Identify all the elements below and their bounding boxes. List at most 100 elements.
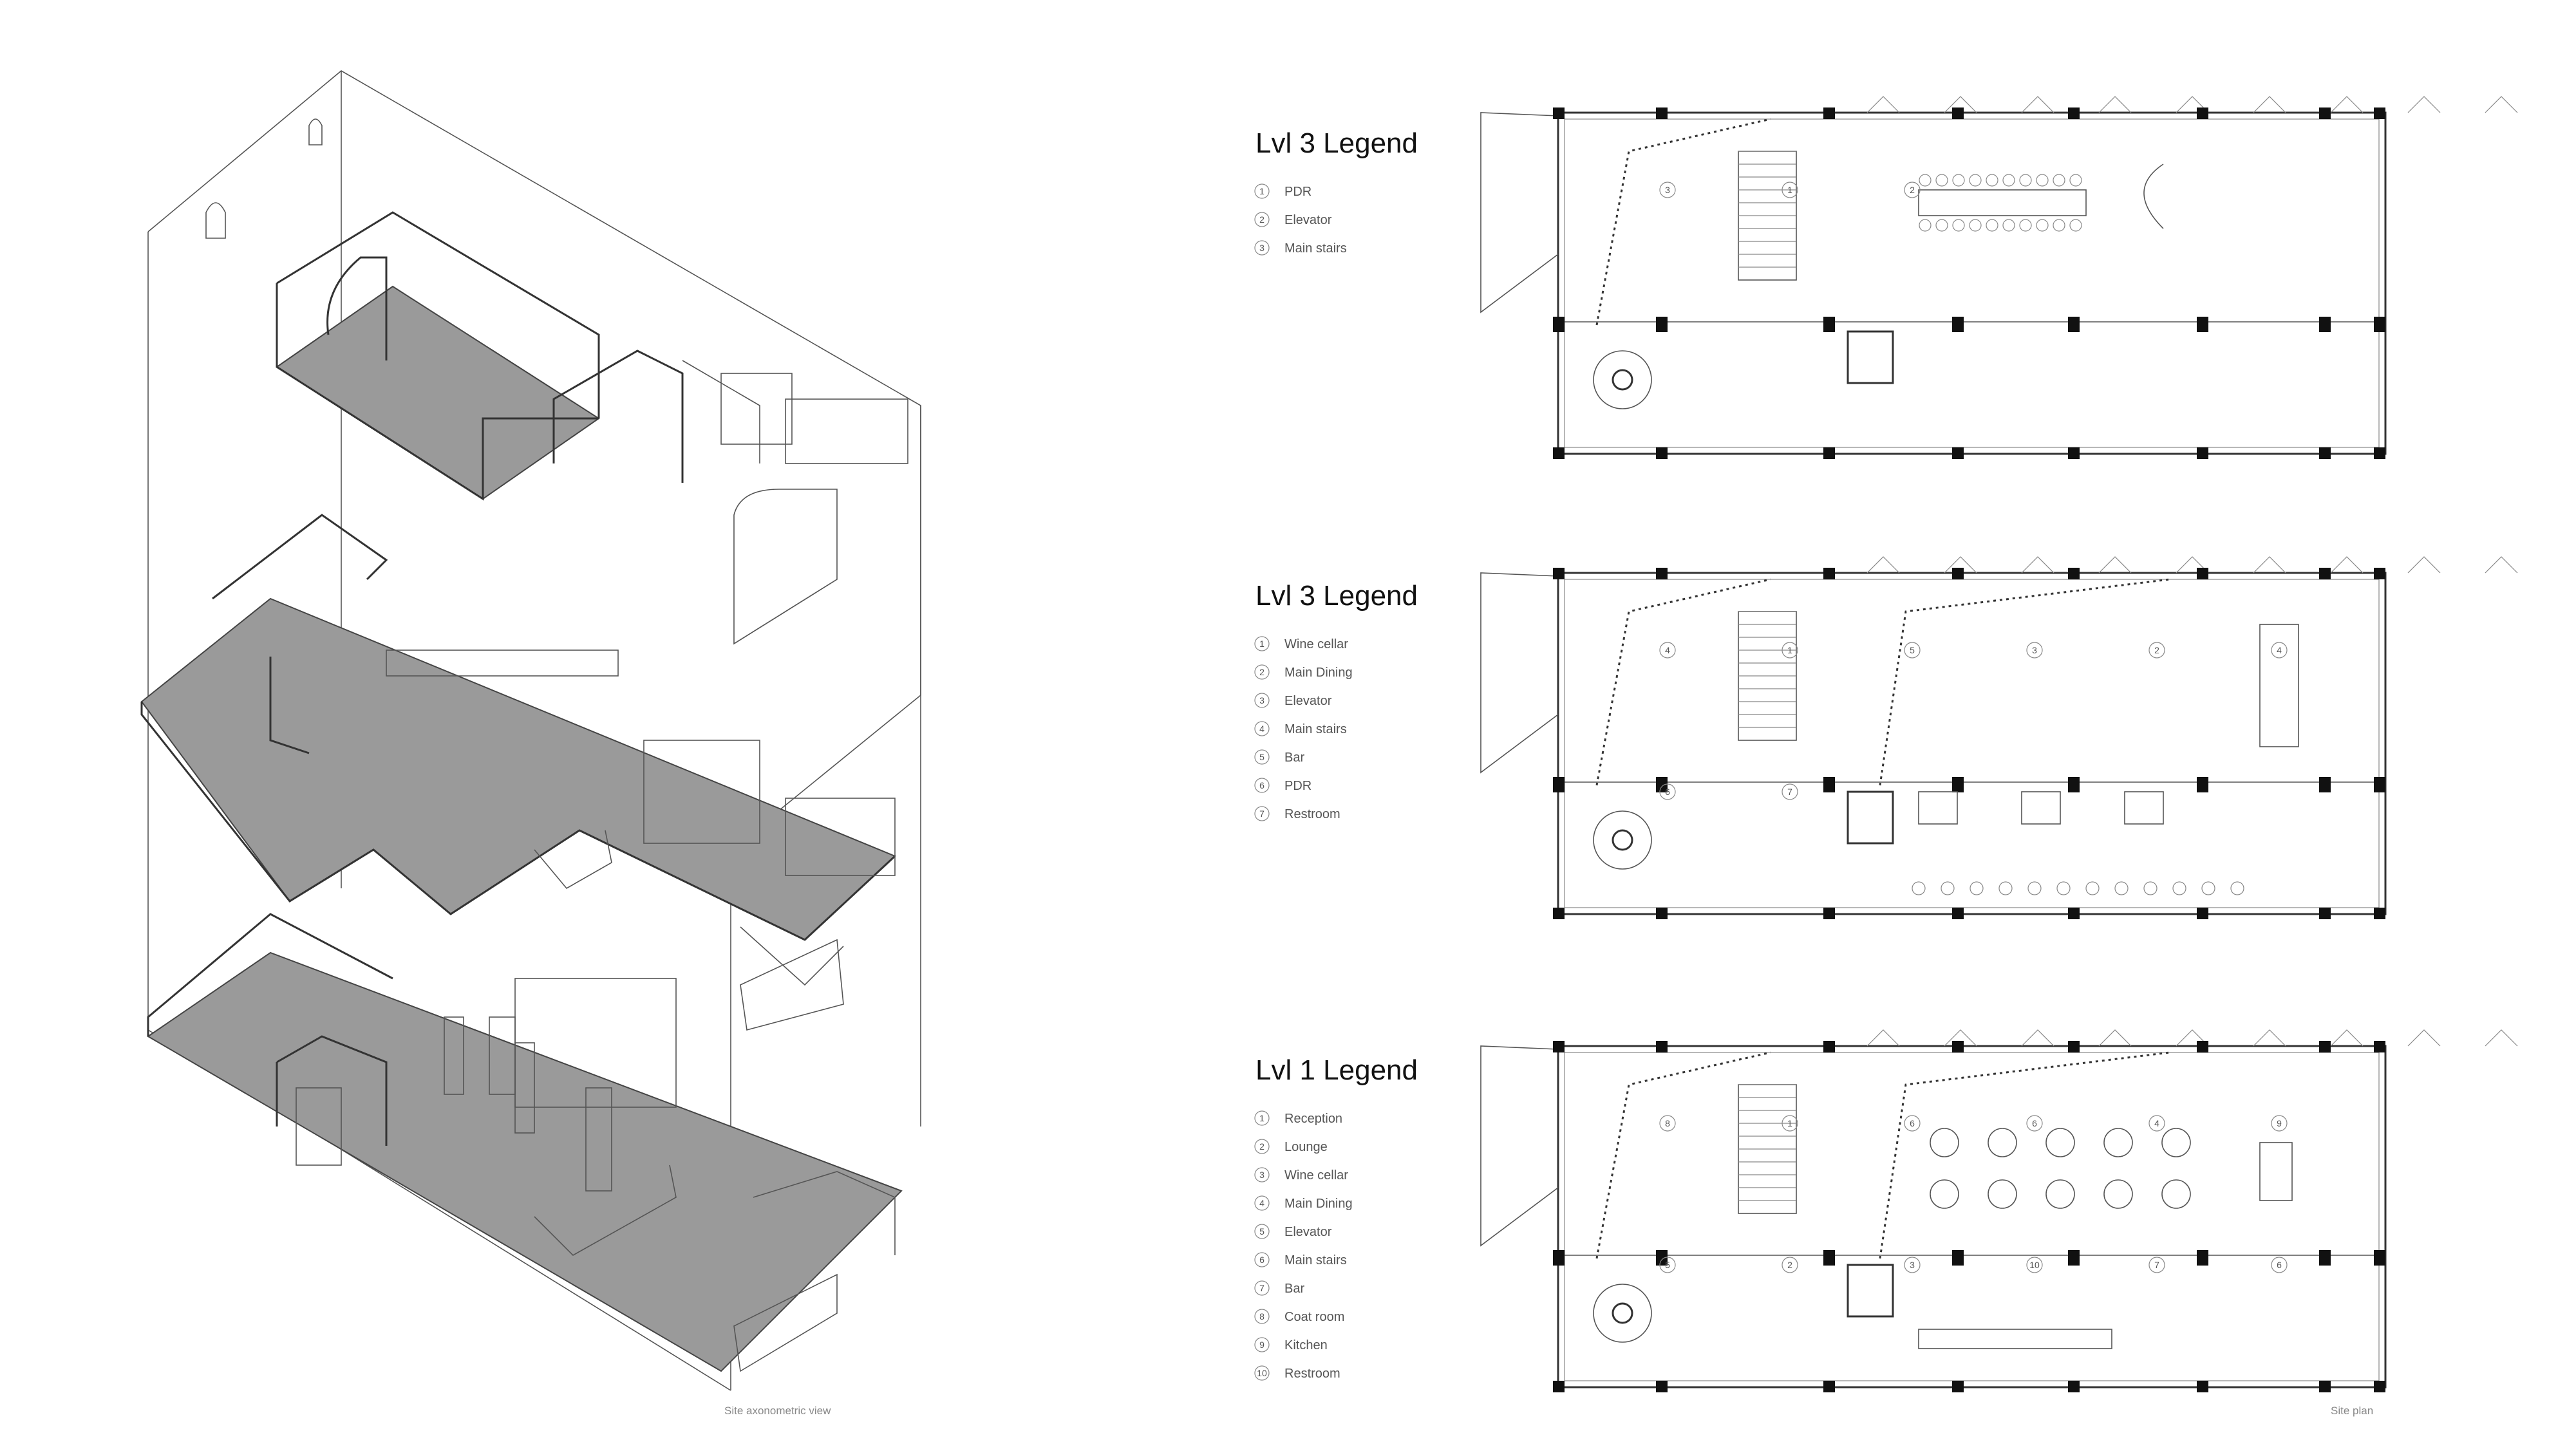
plan-room-marker: 1	[1782, 182, 1798, 198]
plan-column	[1952, 908, 1964, 919]
plan-column	[2319, 568, 2331, 579]
plan-spiral-core	[1612, 369, 1633, 391]
plan-spiral-core	[1612, 1302, 1633, 1324]
plan-marker-circle	[2148, 642, 2165, 659]
plan-marker-circle	[1659, 1257, 1676, 1273]
plan-column	[1823, 908, 1835, 919]
legend-item-num: 2	[1259, 1141, 1264, 1152]
plan-chair	[2114, 881, 2129, 895]
plan-column	[1952, 447, 1964, 459]
plan-marker-num: 5	[1910, 645, 1915, 655]
plan-canopy-scallop	[2485, 556, 2518, 574]
plan-chair	[1919, 219, 1932, 232]
plan-marker-circle	[2148, 1257, 2165, 1273]
plan-column	[2068, 108, 2080, 119]
plan-marker-circle	[1782, 642, 1798, 659]
legend-level3-top: Lvl 3 Legend 1 PDR 2 Elevator 3 Main sta…	[1254, 127, 1418, 256]
plan-marker-circle	[1904, 1115, 1921, 1132]
plan-column	[2319, 447, 2331, 459]
legend-item-num: 1	[1259, 186, 1264, 196]
legend-item-label: Bar	[1284, 1282, 1304, 1296]
plan-column	[2197, 317, 2208, 332]
plan-column	[1553, 1041, 1565, 1052]
plan-canopy-scallop	[2253, 96, 2286, 113]
plan-marker-circle	[2026, 642, 2043, 659]
legend-item-num: 9	[1259, 1340, 1264, 1350]
plan-column	[2197, 908, 2208, 919]
legend-item-label: PDR	[1284, 185, 1312, 199]
plan-canopy-scallop	[2021, 556, 2054, 574]
legend-item-label: PDR	[1284, 779, 1312, 793]
plan-column	[2197, 777, 2208, 792]
plan-canopy-scallop	[2407, 96, 2441, 113]
plan-elevator	[1847, 330, 1894, 384]
plan-column	[2319, 1250, 2331, 1266]
legend-item-num: 3	[1259, 695, 1264, 706]
plan-outer-wall	[1557, 572, 2387, 915]
plan-column	[2374, 1041, 2385, 1052]
plan-round-table	[1930, 1128, 1959, 1157]
plan-glazing-line	[1879, 578, 2170, 786]
plan-outer-wall	[1557, 111, 2387, 455]
plan-chair	[2027, 881, 2042, 895]
plan-chair	[2056, 881, 2071, 895]
plan-column	[1656, 777, 1668, 792]
plan-canopy-scallop	[2098, 96, 2132, 113]
plan-chair	[1912, 881, 1926, 895]
legend-item: 1 PDR	[1254, 183, 1312, 199]
plan-canopy-scallop	[2253, 556, 2286, 574]
plan-marker-circle	[2026, 1115, 2043, 1132]
plan-spiral-stair	[1593, 350, 1652, 409]
legend-item-num: 1	[1259, 639, 1264, 649]
plan-column	[1656, 1041, 1668, 1052]
plan-round-table	[1988, 1179, 2017, 1209]
legend-item-label: Main Dining	[1284, 666, 1353, 680]
plan-marker-num: 7	[2154, 1260, 2159, 1270]
plan-column	[1656, 1250, 1668, 1266]
plan-chair	[1952, 219, 1965, 232]
legend-item-label: Main stairs	[1284, 241, 1347, 256]
plan-canopy-scallop	[2021, 96, 2054, 113]
plan-column	[1553, 908, 1565, 919]
plan-round-table	[2103, 1128, 2133, 1157]
plan-canopy-scallop	[2485, 1029, 2518, 1047]
plan-chair	[1986, 174, 1998, 187]
legend-item-num: 7	[1259, 809, 1264, 819]
plan-marker-circle	[2026, 1257, 2043, 1273]
plan-column	[1656, 108, 1668, 119]
plan-dining-table	[2021, 791, 2061, 825]
plan-marker-num: 1	[1787, 1118, 1792, 1128]
plan-canopy-scallop	[2330, 556, 2364, 574]
plan-entry-canopy	[1480, 1045, 1559, 1247]
plan-chair	[1935, 174, 1948, 187]
plan-column	[1553, 1250, 1565, 1266]
legend-item-num: 6	[1259, 780, 1264, 790]
plan-caption: Site plan	[2331, 1405, 2373, 1417]
legend-item-label: Restroom	[1284, 1367, 1340, 1381]
plan-bar-counter	[1918, 1329, 2112, 1349]
legend-item-label: Reception	[1284, 1112, 1342, 1126]
plan-canopy-scallop	[2407, 556, 2441, 574]
plan-column	[2068, 317, 2080, 332]
plan-marker-num: 2	[1910, 185, 1915, 195]
plan-marker-circle	[1904, 642, 1921, 659]
plan-column	[2319, 1041, 2331, 1052]
plan-marker-num: 5	[1665, 1260, 1670, 1270]
plan-column	[2068, 1381, 2080, 1392]
plan-chair	[1969, 219, 1982, 232]
plan-column	[1823, 568, 1835, 579]
plan-inner-wall	[1564, 579, 2380, 908]
plan-column	[2068, 777, 2080, 792]
plan-room-marker: 2	[2148, 642, 2165, 659]
plan-column	[2374, 1381, 2385, 1392]
plan-inner-wall	[1564, 1052, 2380, 1381]
